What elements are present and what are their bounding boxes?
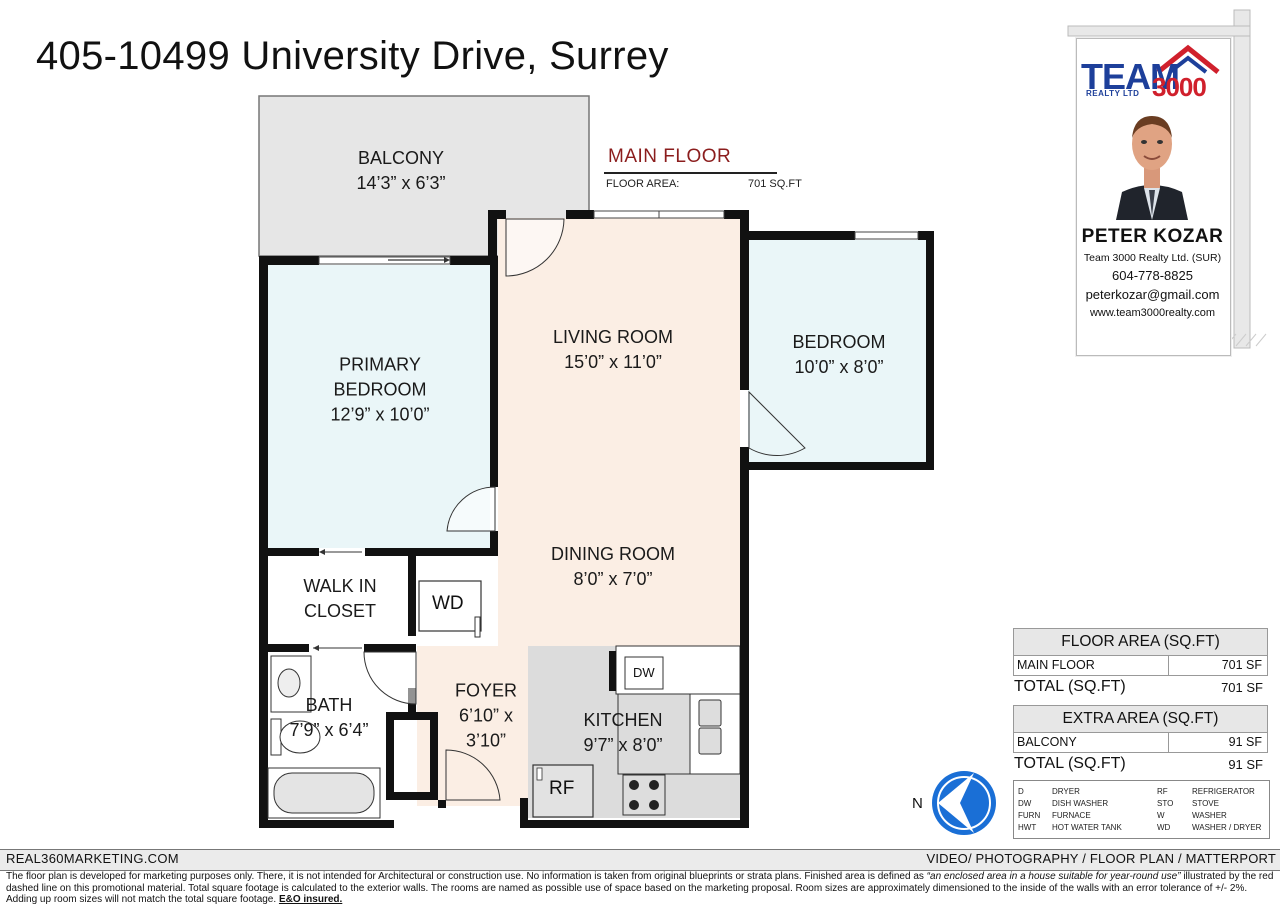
table-total-row: TOTAL (SQ.FT) 701 SF <box>1014 678 1263 695</box>
extra-area-table-header: EXTRA AREA (SQ.FT) <box>1013 705 1268 733</box>
floor-name-underline <box>604 172 777 174</box>
sink <box>698 699 722 755</box>
legend-code: STO <box>1157 799 1174 808</box>
brand-team: TEAM <box>1081 56 1180 97</box>
legend-meaning: DRYER <box>1052 787 1080 796</box>
agent-phone[interactable]: 604-778-8825 <box>1112 268 1193 283</box>
agent-email[interactable]: peterkozar@gmail.com <box>1085 287 1220 302</box>
dw-label: DW <box>633 665 655 680</box>
legend-code: WD <box>1157 823 1171 832</box>
logo-roof-icon <box>1156 44 1220 74</box>
abbreviation-legend: D DRYER DW DISH WASHER FURN FURNACE HWT … <box>1013 780 1270 839</box>
toilet <box>279 720 321 754</box>
sign-post <box>1067 9 1251 349</box>
compass-icon <box>932 771 996 835</box>
extra-area-table: EXTRA AREA (SQ.FT) BALCONY 91 SF TOTAL (… <box>1013 705 1268 775</box>
legend-code: DW <box>1018 799 1032 808</box>
legend-meaning: DISH WASHER <box>1052 799 1109 808</box>
table-row: MAIN FLOOR 701 SF <box>1013 656 1268 676</box>
windows <box>318 210 919 265</box>
legend-code: D <box>1018 787 1024 796</box>
legend-meaning: WASHER / DRYER <box>1192 823 1262 832</box>
legend-meaning: REFRIGERATOR <box>1192 787 1255 796</box>
legend-code: RF <box>1157 787 1168 796</box>
stove <box>622 774 666 816</box>
brand-realty: REALTY LTD <box>1086 89 1140 98</box>
legend-code: FURN <box>1018 811 1041 820</box>
floor-area-label: FLOOR AREA: <box>606 178 680 190</box>
floor-area-table: FLOOR AREA (SQ.FT) MAIN FLOOR 701 SF TOT… <box>1013 628 1268 698</box>
compass-north-label: N <box>912 795 923 812</box>
disclaimer: The floor plan is developed for marketin… <box>6 871 1274 905</box>
brand-number: 3000 <box>1152 72 1207 102</box>
legend-meaning: WASHER <box>1192 811 1227 820</box>
table-total-row: TOTAL (SQ.FT) 91 SF <box>1014 755 1263 772</box>
washer-dryer <box>418 580 482 632</box>
floor-area-value: 701 SQ.FT <box>748 178 802 190</box>
refrigerator <box>532 764 594 818</box>
closet-area <box>266 556 410 644</box>
legend-code: HWT <box>1018 823 1037 832</box>
legend-meaning: HOT WATER TANK <box>1052 823 1122 832</box>
footer-services: VIDEO/ PHOTOGRAPHY / FLOOR PLAN / MATTER… <box>926 851 1276 866</box>
floor-area-table-header: FLOOR AREA (SQ.FT) <box>1013 628 1268 656</box>
agent-name: PETER KOZAR <box>1081 226 1224 247</box>
agent-website[interactable]: www.team3000realty.com <box>1089 307 1216 319</box>
living-area <box>498 218 740 646</box>
legend-code: W <box>1157 811 1165 820</box>
agent-company: Team 3000 Realty Ltd. (SUR) <box>1083 252 1222 264</box>
primary-bedroom-area <box>266 265 490 548</box>
doors <box>363 218 806 801</box>
legend-meaning: STOVE <box>1192 799 1219 808</box>
table-row: BALCONY 91 SF <box>1013 733 1268 753</box>
agent-photo <box>1112 108 1192 220</box>
dishwasher <box>624 656 664 690</box>
page-title: 405-10499 University Drive, Surrey <box>36 34 669 78</box>
legend-meaning: FURNACE <box>1052 811 1091 820</box>
wd-label: WD <box>432 593 464 614</box>
footer-bar <box>0 849 1280 871</box>
floor-name: MAIN FLOOR <box>608 146 732 167</box>
walls <box>259 210 934 828</box>
kitchen-island <box>617 693 691 775</box>
rf-label: RF <box>549 778 575 799</box>
footer-website[interactable]: REAL360MARKETING.COM <box>6 851 179 866</box>
